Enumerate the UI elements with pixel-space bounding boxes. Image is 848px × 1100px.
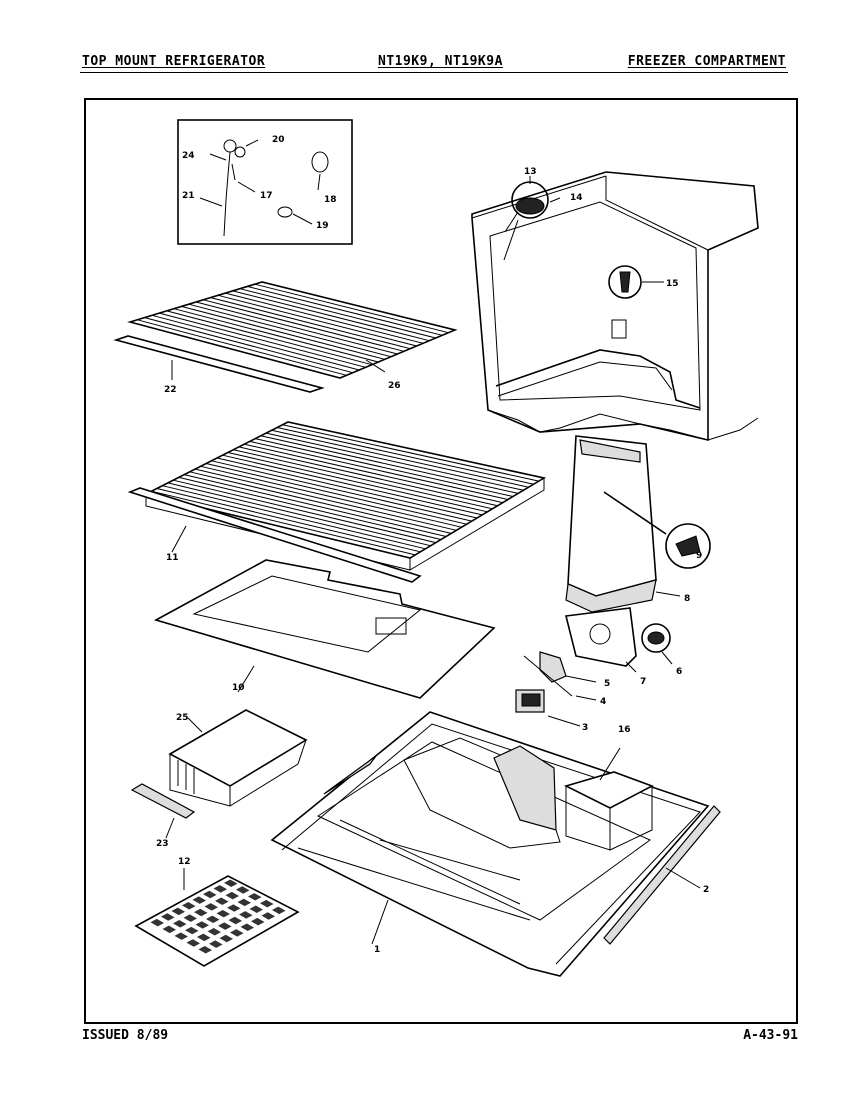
callout-24: 24 (182, 151, 195, 161)
ice-tray-cell (192, 896, 206, 904)
ice-tray-cell (227, 904, 241, 912)
callout-19: 19 (316, 221, 329, 231)
ice-tray-cell (225, 891, 239, 900)
diagram-frame (84, 98, 798, 1024)
ice-tray-cell (197, 933, 211, 942)
callout-5: 5 (604, 679, 610, 689)
ice-tray-cell (185, 926, 199, 935)
ice-tray-cell (228, 916, 242, 925)
shelf-insulation-panel (153, 559, 496, 699)
ice-tray-cell (206, 915, 220, 924)
inset-small-parts (177, 119, 353, 245)
callout-21: 21 (182, 191, 195, 201)
freezer-shelf (127, 421, 547, 583)
callout-1: 1 (374, 945, 380, 955)
ice-tray-cell (198, 946, 212, 954)
ice-tray-cell (240, 923, 254, 932)
ice-scoop-handle (130, 783, 196, 839)
ice-tray-cell (182, 901, 196, 910)
air-duct-assembly (565, 435, 711, 613)
ice-tray-cell (236, 886, 250, 894)
ice-tray-cell (249, 905, 263, 913)
ice-tray-cell (183, 914, 197, 922)
upper-wire-shelf (113, 281, 458, 393)
callout-22: 22 (164, 385, 177, 395)
header-model-type: TOP MOUNT REFRIGERATOR (82, 54, 266, 69)
ice-tray-cell (230, 929, 244, 937)
callout-9: 9 (696, 551, 702, 561)
callout-labels: 1 2 3 4 5 6 7 8 9 10 11 12 13 14 15 16 1… (156, 135, 709, 955)
ice-tray-cell (216, 909, 230, 918)
ice-cube-tray (134, 868, 300, 967)
ice-tray-cell (218, 922, 232, 930)
ice-tray-cell (219, 934, 233, 943)
callout-10: 10 (232, 683, 245, 693)
callout-20: 20 (272, 135, 285, 145)
header-rule (80, 72, 788, 73)
ice-tray-cell (209, 940, 223, 948)
callout-4: 4 (600, 697, 606, 707)
ice-tray-cell (162, 925, 176, 934)
callout-7: 7 (640, 677, 646, 687)
ice-tray-cell (186, 939, 200, 947)
callout-6: 6 (676, 667, 682, 677)
callout-26: 26 (388, 381, 401, 391)
ice-tray-cell (173, 920, 187, 928)
ice-tray-cell (272, 906, 286, 915)
callout-25: 25 (176, 713, 189, 723)
ice-tray-cell (204, 903, 218, 911)
callout-11: 11 (166, 553, 179, 563)
ice-tray-cell (213, 885, 227, 893)
footer-issue-date: ISSUED 8/89 (82, 1028, 169, 1043)
ice-tray-cell (174, 932, 188, 940)
ice-tray-cell (260, 899, 274, 908)
callout-2: 2 (703, 885, 709, 895)
ice-tray-cell (171, 907, 185, 916)
freezer-liner (471, 171, 759, 442)
ice-tray-cell (239, 911, 253, 919)
callout-14: 14 (570, 193, 583, 203)
callout-13: 13 (524, 167, 537, 177)
ice-tray-cell (215, 897, 229, 905)
fan-motor-assembly (515, 607, 673, 727)
ice-tray-cell (251, 917, 265, 926)
ice-tray-cell (194, 908, 208, 917)
callout-15: 15 (666, 279, 679, 289)
ice-tray-cell (203, 890, 217, 899)
ice-tray-cell (248, 893, 262, 901)
callout-3: 3 (582, 723, 588, 733)
header-section-name: FREEZER COMPARTMENT (627, 54, 786, 69)
callout-17: 17 (260, 191, 273, 201)
ice-bin (168, 709, 308, 807)
ice-tray-cell (224, 879, 238, 887)
ice-tray-cell (161, 913, 175, 921)
callout-12: 12 (178, 857, 191, 867)
callout-8: 8 (684, 594, 690, 604)
footer-page-code: A-43-91 (743, 1028, 798, 1043)
ice-tray-cell (150, 918, 164, 927)
callout-16: 16 (618, 725, 631, 735)
ice-tray-cell (207, 928, 221, 936)
callout-23: 23 (156, 839, 169, 849)
freezer-floor-assembly (270, 711, 721, 977)
ice-tray-cell (237, 898, 251, 907)
ice-tray-cell (261, 912, 275, 920)
callout-18: 18 (324, 195, 337, 205)
ice-tray-cell (195, 921, 209, 929)
header-model-numbers: NT19K9, NT19K9A (378, 54, 503, 69)
